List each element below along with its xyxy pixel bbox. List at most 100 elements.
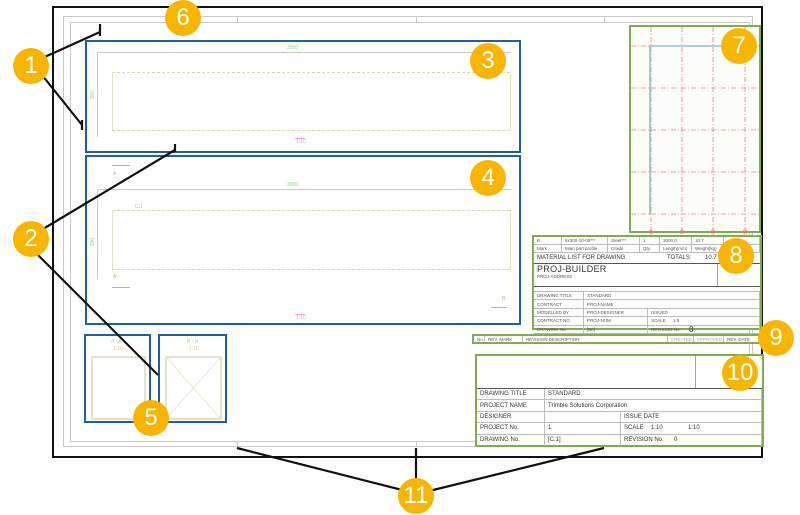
dimension-line-vertical — [97, 189, 98, 279]
tb-label: DRAWING TITLE — [534, 292, 584, 301]
revision-header: CREATED — [668, 336, 694, 342]
tb-label: DESIGNER — [477, 411, 545, 424]
grid-bubble — [742, 229, 748, 235]
tb-label: REVISION No. — [648, 326, 686, 334]
title-block-blank — [477, 356, 696, 388]
tb-value — [545, 411, 621, 424]
material-header-cell: Grade — [608, 245, 640, 253]
frame-tick-top-1 — [237, 16, 238, 22]
callout-badge-4: 4 — [470, 160, 506, 196]
section-outline — [165, 356, 222, 420]
section-title: B - B — [187, 339, 199, 345]
title-block-row: DRAWING No. [C.1] REVISION No. 0 — [477, 434, 762, 446]
material-header-cell: Length(mm) — [660, 245, 692, 253]
material-list-title: MATERIAL LIST FOR DRAWING — [537, 255, 626, 261]
spacer-row — [534, 287, 760, 292]
callout-badge-8: 8 — [718, 238, 754, 274]
tb-label: CONTRACT NO — [534, 317, 584, 326]
section-title: A - A — [111, 339, 122, 345]
tb-value: 1:10 — [685, 423, 762, 435]
title-block-row: DESIGNER ISSUE DATE — [477, 411, 762, 424]
tb-value: 1:5 — [670, 317, 760, 326]
section-arrow-a-top — [112, 165, 130, 166]
dimension-line — [97, 52, 511, 53]
callout-badge-3: 3 — [470, 43, 506, 79]
tb-label: PROJECT No. — [477, 423, 545, 435]
tb-value: 0 — [671, 434, 762, 446]
dimension-length-label: 3000 — [287, 45, 299, 51]
tb-value: [B0] — [584, 325, 648, 334]
section-arrow-a-bottom — [112, 287, 130, 288]
small-tb-row: CONTRACT PROJ-NAME — [534, 300, 760, 309]
revision-header: APPROVED — [694, 336, 724, 342]
company-address: PROJ-ADDRESS — [537, 274, 573, 279]
revision-header: REV. DATE — [727, 336, 751, 342]
scale-underline — [295, 314, 305, 315]
part-edge-top — [112, 72, 510, 73]
frame-tick-top-3 — [604, 16, 605, 22]
tb-value: PROJ-NUM — [584, 317, 648, 326]
tb-value: STANDARD — [584, 292, 760, 301]
tb-label: SCALE — [648, 317, 670, 326]
tb-label: MODELLED BY — [534, 308, 584, 318]
frame-tick-bottom-1 — [237, 441, 238, 447]
callout-badge-5: 5 — [133, 400, 169, 436]
dimension-line — [97, 189, 511, 190]
company-name: PROJ-BUILDER — [537, 264, 607, 274]
revision-table: No. REV. MARK REVISION DESCRIPTION CREAT… — [472, 334, 764, 344]
tb-label: ISSUE DATE — [621, 411, 762, 424]
title-block-row: DRAWING TITLE STANDARD — [477, 389, 762, 401]
callout-badge-9: 9 — [758, 320, 794, 356]
grid-bubble — [679, 229, 685, 235]
dimension-height-label: 300 — [90, 237, 97, 247]
view-scale-label: 1:10 — [296, 139, 306, 145]
material-cell: 1 — [640, 237, 660, 245]
scale-underline — [295, 138, 305, 139]
callout-badge-1: 1 — [13, 48, 49, 84]
frame-tick-top-2 — [416, 16, 417, 22]
tb-value: PROJ-NAME — [584, 300, 760, 309]
tb-label: CONTRACT — [534, 300, 584, 309]
tb-label: ISSUED — [648, 308, 760, 318]
section-mark-b: B — [502, 296, 506, 302]
tb-label: DRAWING No. — [534, 325, 584, 334]
view-scale-label: 1:10 — [296, 315, 306, 321]
tb-label: PROJECT NAME — [477, 400, 545, 412]
callout-badge-11: 11 — [398, 478, 434, 514]
callout-badge-2: 2 — [13, 221, 49, 257]
dimension-length-label: 3000 — [287, 182, 299, 188]
company-cell: PROJ-BUILDER PROJ-ADDRESS — [534, 264, 718, 286]
top-view[interactable]: 3000 300 1:10 — [85, 40, 521, 153]
section-scale: 1:10 — [113, 346, 123, 352]
company-row: PROJ-BUILDER PROJ-ADDRESS — [534, 264, 760, 287]
title-block: DRAWING TITLE STANDARD PROJECT NAME Trim… — [475, 354, 764, 447]
tb-value: 0 — [686, 325, 760, 334]
material-header-cell: Qty. — [640, 245, 660, 253]
part-edge-bottom — [112, 269, 510, 270]
small-tb-row: DRAWING TITLE STANDARD — [534, 292, 760, 301]
section-scale: 1:10 — [189, 346, 199, 352]
front-view[interactable]: 3000 300 C.1 A A B 1:10 — [85, 155, 521, 325]
tb-value: PROJ-DESIGNER — [584, 308, 648, 318]
material-cell: 10.7 — [692, 237, 724, 245]
revision-header: REVISION DESCRIPTION — [523, 336, 668, 342]
title-block-header — [477, 356, 762, 389]
small-tb-row: CONTRACT NO PROJ-NUM SCALE 1:5 — [534, 317, 760, 326]
section-cross-icon — [166, 357, 221, 419]
small-tb-row: DRAWING No. [B0] REVISION No. 0 — [534, 325, 760, 334]
totals-label: TOTALS: — [667, 255, 692, 261]
tb-label: DRAWING TITLE — [477, 389, 545, 401]
revision-header: No. — [474, 336, 485, 342]
material-header-cell: Mark — [534, 245, 562, 253]
tb-value: Trimble Solutions Corporation — [545, 400, 762, 412]
title-block-row: PROJECT NAME Trimble Solutions Corporati… — [477, 400, 762, 412]
callout-badge-6: 6 — [165, 0, 201, 36]
frame-tick-bottom-2 — [416, 441, 417, 447]
section-view-b[interactable]: B - B 1:10 — [158, 334, 227, 423]
part-edge-right — [510, 72, 511, 130]
revision-header: REV. MARK — [485, 336, 523, 342]
part-edge-bottom — [112, 130, 510, 131]
grid-bubble — [648, 229, 654, 235]
part-edge-left — [112, 210, 113, 269]
tb-value: 1:10 — [648, 423, 685, 435]
